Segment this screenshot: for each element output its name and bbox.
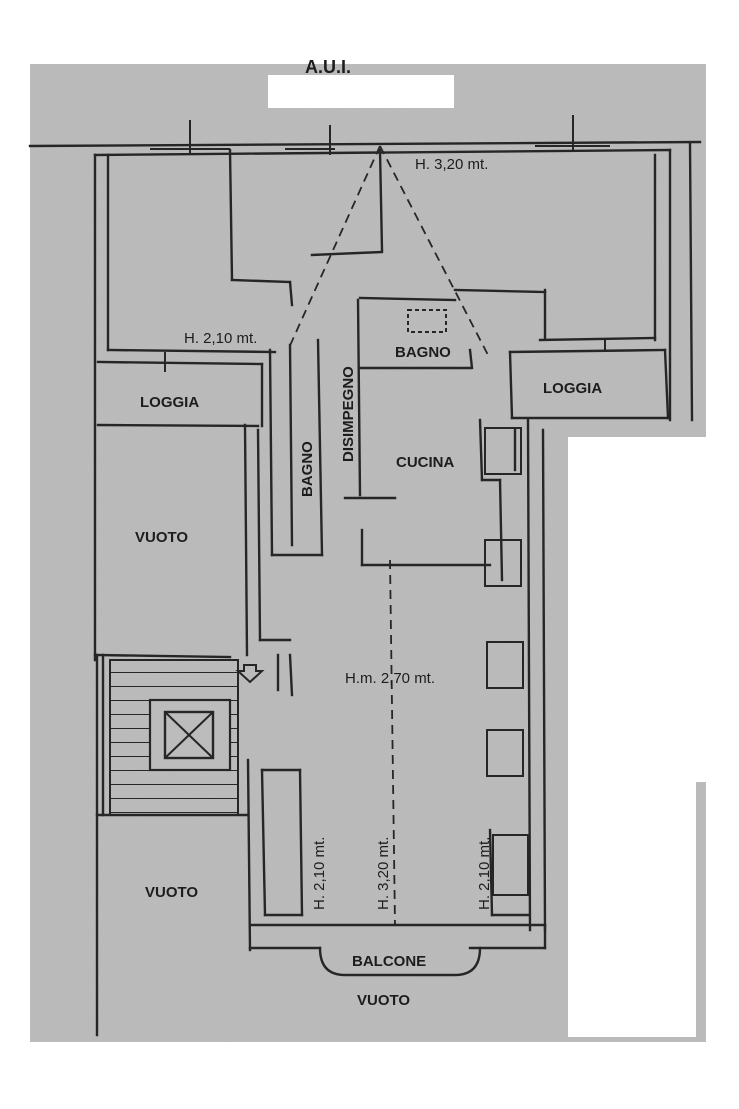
window-marks [150,115,610,372]
height-label-left-upper: H. 2,10 mt. [184,330,257,347]
walls [28,140,702,1037]
room-label-balcone: BALCONE [352,953,426,970]
room-label-disimpegno: DISIMPEGNO [340,366,357,462]
room-label-vuoto-left: VUOTO [135,529,188,546]
elevator-icon [163,710,215,760]
top-heading: A.U.I. [305,57,351,77]
height-label-top-right: H. 3,20 mt. [415,156,488,173]
height-label-mean: H.m. 2,70 mt. [345,670,435,687]
room-label-vuoto-lower: VUOTO [145,884,198,901]
room-label-bagno-upper: BAGNO [395,344,451,361]
room-label-cucina: CUCINA [396,454,454,471]
redaction-right [568,437,696,1037]
height-label-bottom-center: H. 3,20 mt. [375,837,392,910]
radiators [407,309,529,896]
ceiling-lines [287,145,489,926]
room-label-loggia-left: LOGGIA [140,394,199,411]
room-label-vuoto-bottom: VUOTO [357,992,410,1009]
room-label-bagno-left: BAGNO [299,441,316,497]
height-label-bottom-left: H. 2,10 mt. [311,837,328,910]
stairwell [109,659,239,816]
entrance-arrow-icon [235,664,265,684]
room-label-loggia-right: LOGGIA [543,380,602,397]
redaction-top [268,75,454,108]
height-label-bottom-right: H. 2,10 mt. [476,837,493,910]
